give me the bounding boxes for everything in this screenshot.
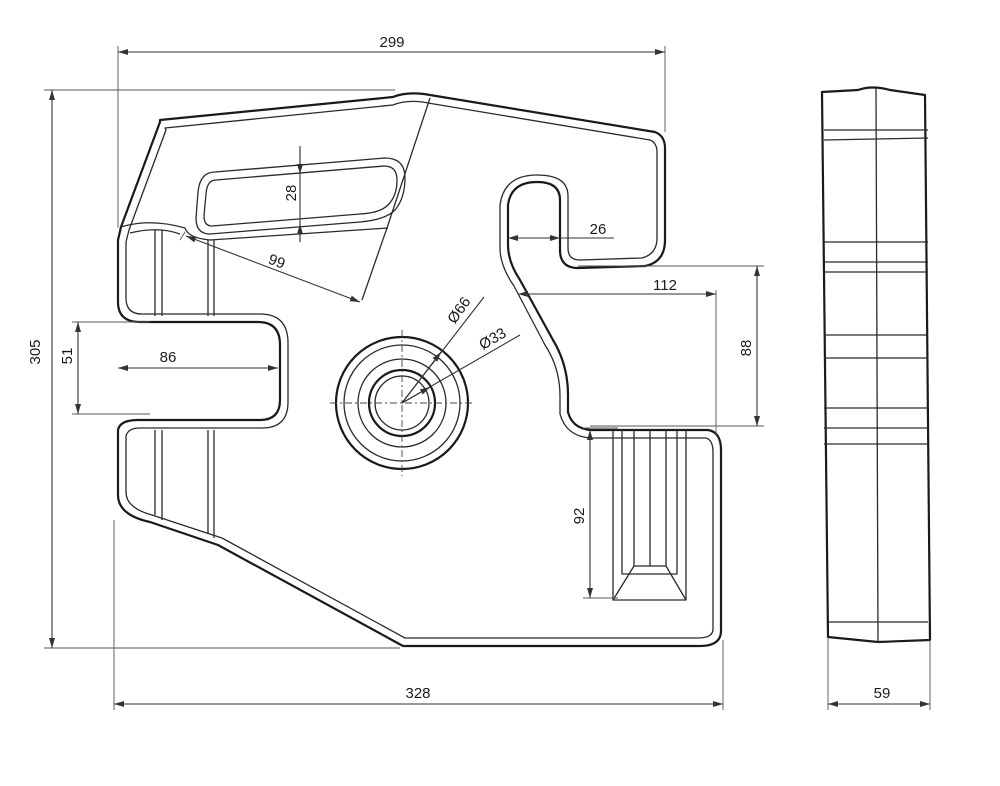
dimension-outer-diameter: Ø66	[444, 294, 474, 327]
dimension-line-slot-length	[185, 235, 361, 303]
dimension-total-height: 305	[27, 339, 44, 364]
dimension-left-notch-depth: 86	[160, 349, 177, 366]
front-view-inner-outline	[125, 100, 714, 639]
pocket-inner	[621, 430, 678, 575]
dimension-hook-gap: 26	[590, 221, 607, 238]
dimension-hook-height: 88	[738, 340, 755, 357]
pocket-outline	[612, 430, 687, 601]
dimensions: 299 305 328 59 28 99 26 112	[27, 34, 931, 710]
upper-left-rib	[120, 222, 389, 241]
elongated-slot	[195, 157, 406, 235]
pocket-chamfer	[612, 565, 687, 601]
front-view	[116, 92, 723, 648]
dimension-left-notch-height: 51	[59, 348, 76, 365]
side-view-band-line	[823, 137, 929, 141]
front-view-outline	[116, 92, 723, 648]
slot-edge-line	[361, 97, 431, 301]
dimension-top-width: 299	[379, 34, 404, 51]
side-view	[820, 86, 932, 644]
dimension-pocket-height: 92	[571, 508, 588, 525]
dimension-side-thickness: 59	[874, 685, 891, 702]
dimension-bottom-width: 328	[405, 685, 430, 702]
dimension-slot-length: 99	[266, 251, 288, 273]
dimension-inner-diameter: Ø33	[476, 325, 509, 354]
side-view-center-edge	[875, 87, 879, 643]
upper-left-rib-inner	[129, 229, 181, 235]
elongated-slot-inner	[203, 165, 398, 227]
dimension-slot-height: 28	[283, 185, 300, 202]
dimension-hook-depth: 112	[653, 277, 677, 294]
side-view-outline	[820, 86, 932, 644]
